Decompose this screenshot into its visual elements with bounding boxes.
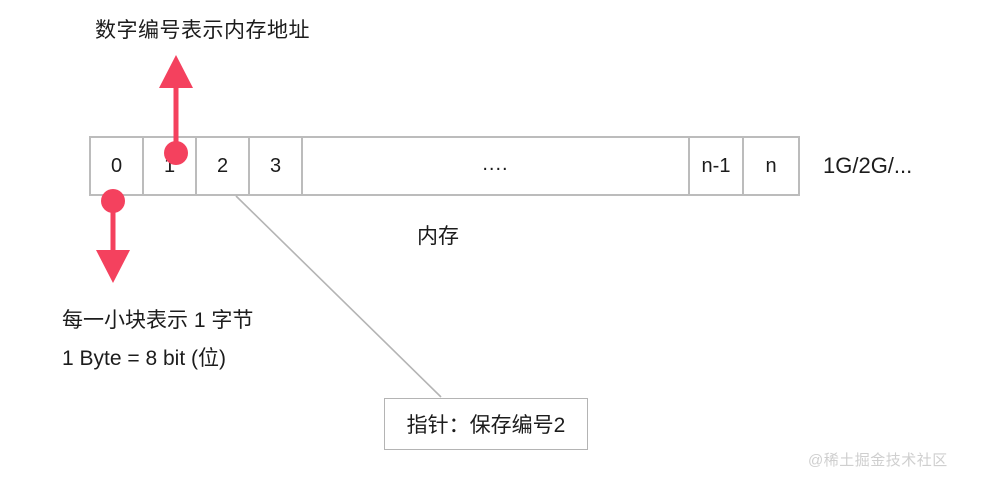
memory-cell-ellipsis: .... — [303, 138, 690, 194]
byte-notes-block: 每一小块表示 1 字节 1 Byte = 8 bit (位) — [62, 302, 392, 378]
memory-cell-label: n-1 — [701, 154, 731, 177]
pointer-callout-label: 指针：保存编号2 — [406, 414, 566, 437]
memory-bar: 0 1 2 3 .... n-1 n — [89, 136, 800, 196]
memory-cell-label: 0 — [110, 154, 123, 177]
memory-cell-label: 1 — [163, 154, 176, 177]
byte-note-line-1: 每一小块表示 1 字节 — [62, 309, 254, 332]
byte-note-line-2: 1 Byte = 8 bit (位) — [62, 347, 226, 370]
memory-cell-label: n — [765, 154, 777, 177]
address-annotation-label: 数字编号表示内存地址 — [95, 19, 310, 42]
pointer-callout-box: 指针：保存编号2 — [384, 398, 588, 450]
byte-arrow-head — [96, 250, 130, 283]
memory-cell-1: 1 — [144, 138, 197, 194]
ellipsis-label: .... — [482, 152, 509, 175]
memory-cell-0: 0 — [91, 138, 144, 194]
memory-capacity-label: 1G/2G/... — [823, 153, 913, 178]
memory-cell-n-minus-1: n-1 — [690, 138, 744, 194]
memory-cell-label: 2 — [216, 154, 229, 177]
memory-caption-label: 内存 — [417, 225, 459, 248]
byte-arrow-down — [96, 189, 130, 283]
watermark-label: @稀土掘金技术社区 — [808, 452, 948, 469]
address-arrow-head — [159, 55, 193, 88]
memory-cell-3: 3 — [250, 138, 303, 194]
memory-cell-n: n — [744, 138, 798, 194]
memory-cell-label: 3 — [269, 154, 282, 177]
memory-cell-2: 2 — [197, 138, 250, 194]
